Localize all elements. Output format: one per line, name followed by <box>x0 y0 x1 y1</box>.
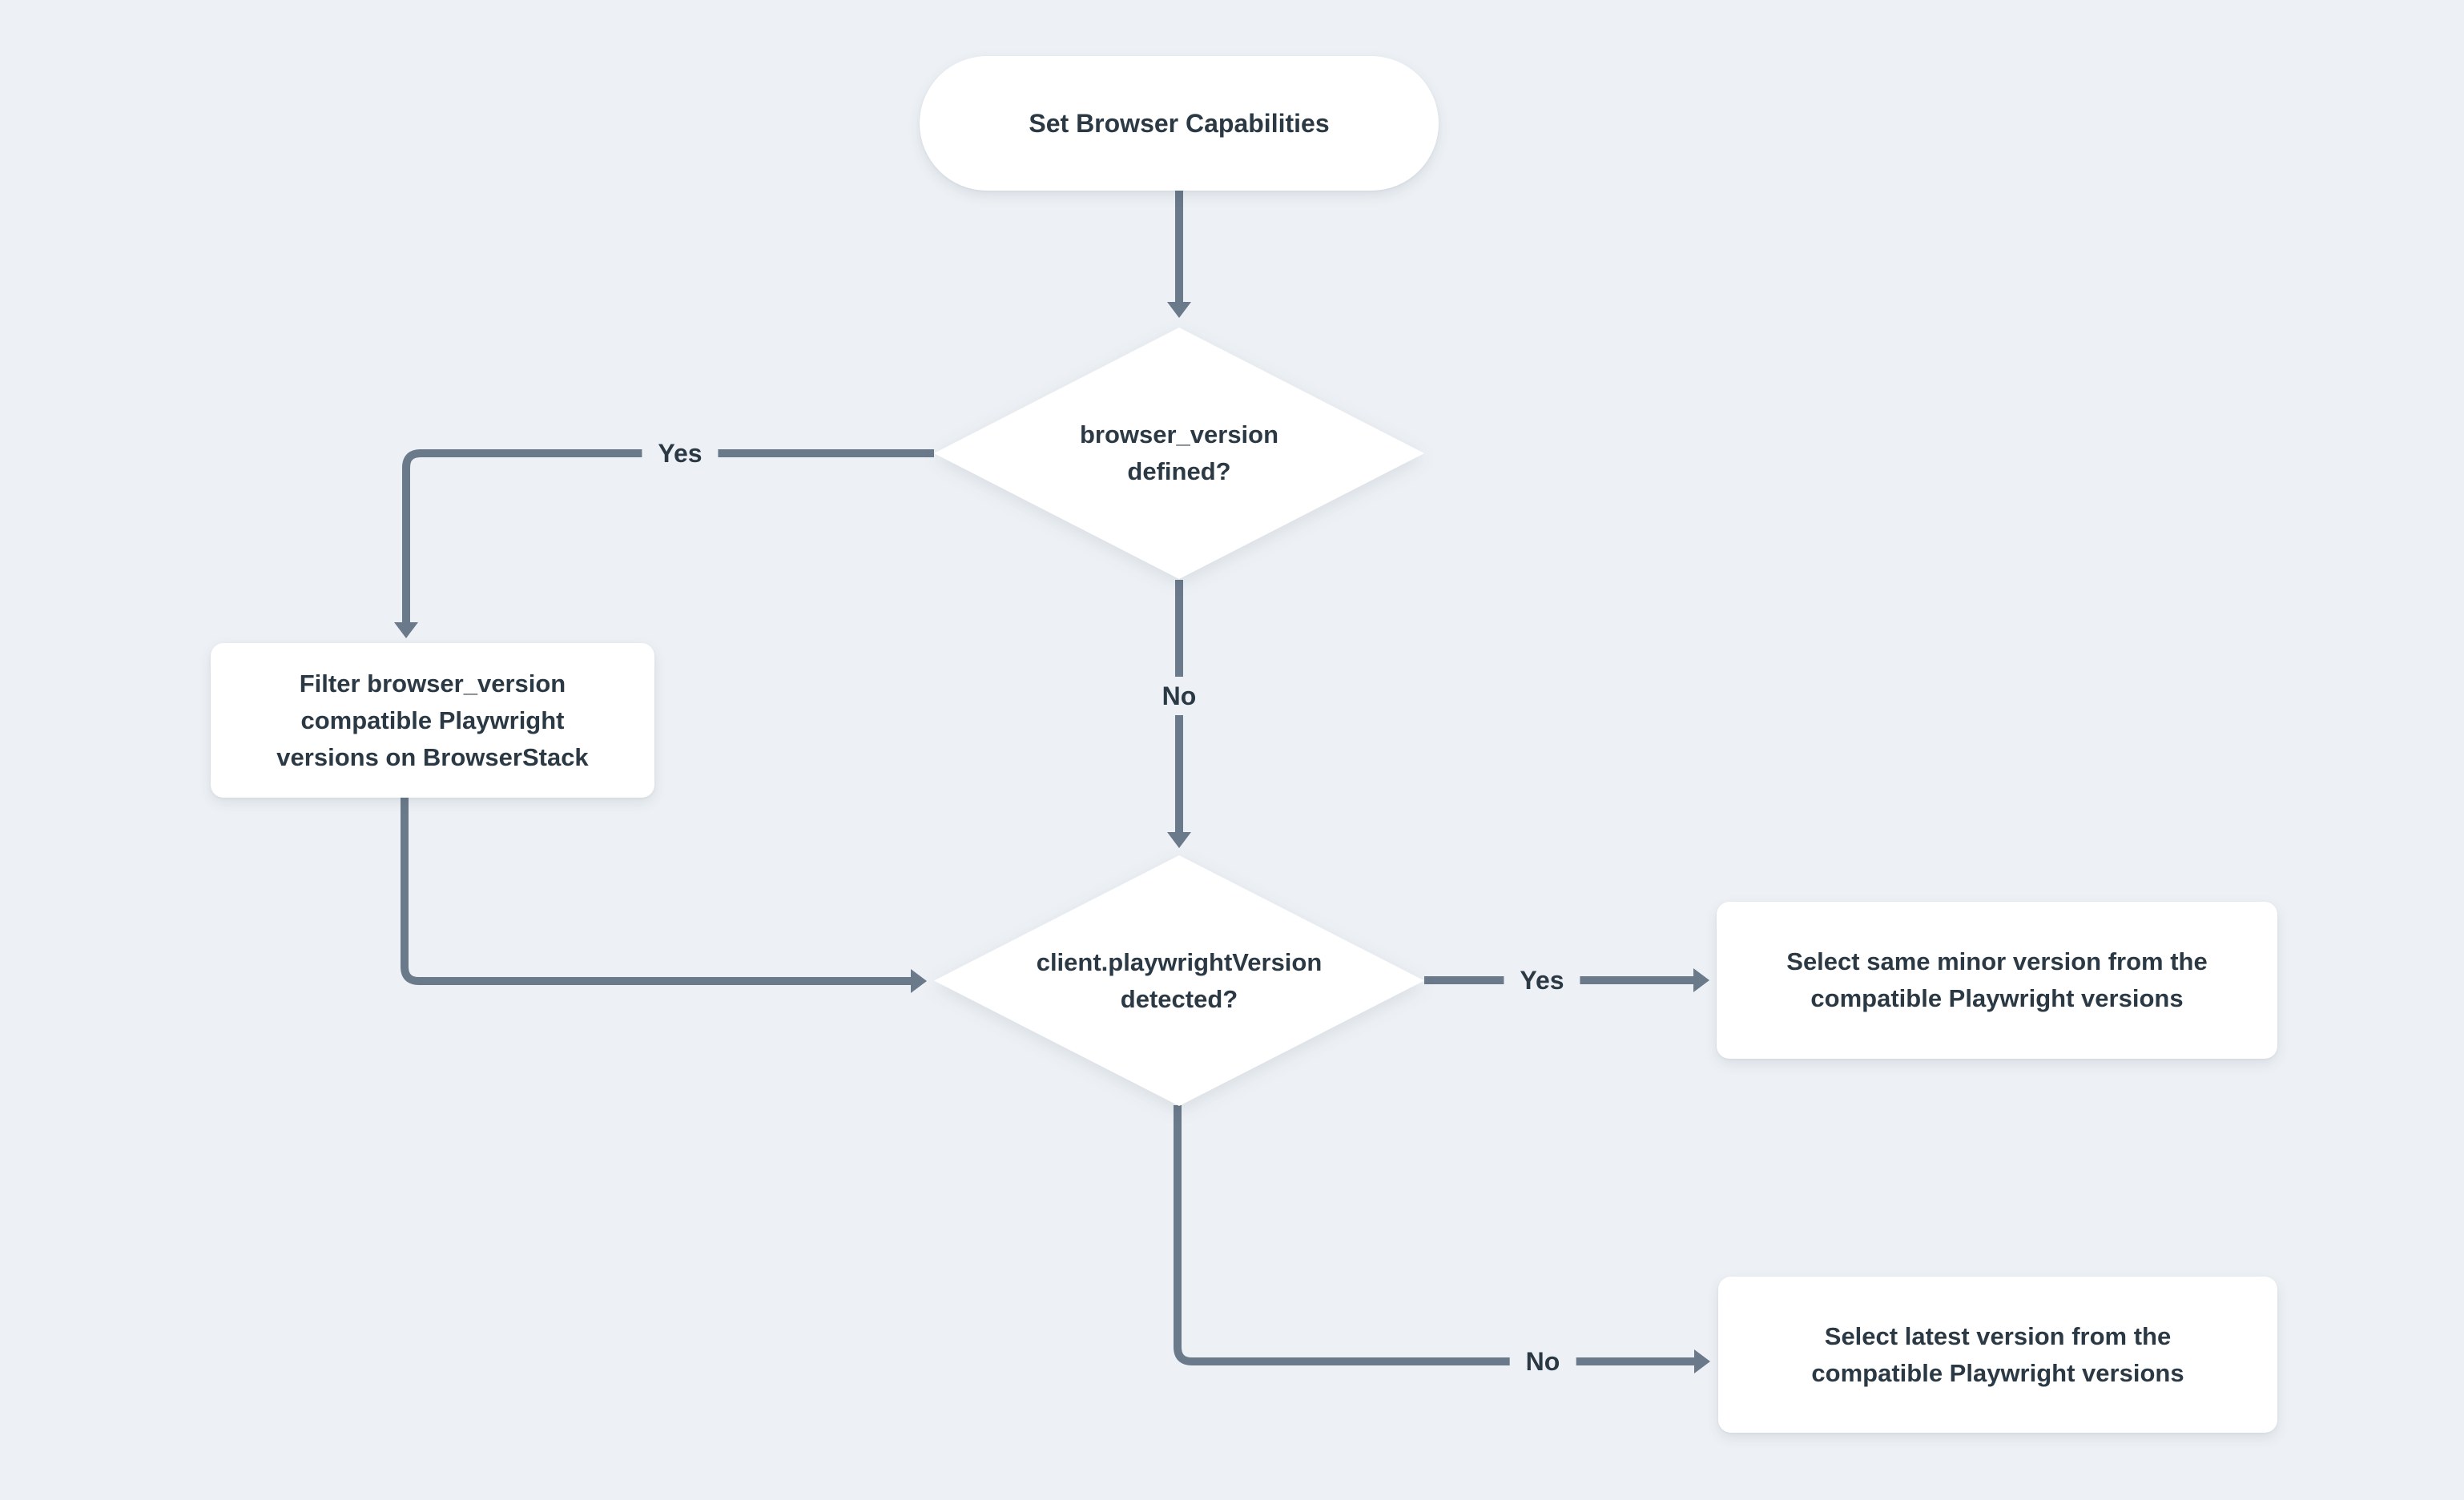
decision-playwright-version: client.playwrightVersion detected? <box>934 855 1424 1106</box>
edge-label-no-middle: No <box>1145 677 1213 715</box>
edge-decision1-yes-to-filter <box>394 449 934 638</box>
decision-browser-version-label: browser_version defined? <box>934 328 1424 579</box>
edge-label-yes-left: Yes <box>642 434 719 473</box>
edge-filter-to-decision2 <box>401 798 927 993</box>
edge-label-yes-right: Yes <box>1504 961 1580 999</box>
process-select-same-minor: Select same minor version from the compa… <box>1717 902 2277 1059</box>
decision-browser-version: browser_version defined? <box>934 328 1424 579</box>
start-node: Set Browser Capabilities <box>920 56 1439 191</box>
process-select-latest: Select latest version from the compatibl… <box>1718 1277 2277 1433</box>
process-filter-versions: Filter browser_version compatible Playwr… <box>211 643 654 798</box>
decision-playwright-version-label: client.playwrightVersion detected? <box>934 855 1424 1106</box>
edge-label-no-bottom: No <box>1509 1342 1576 1381</box>
edge-decision2-no-to-latest <box>1174 1105 1710 1373</box>
